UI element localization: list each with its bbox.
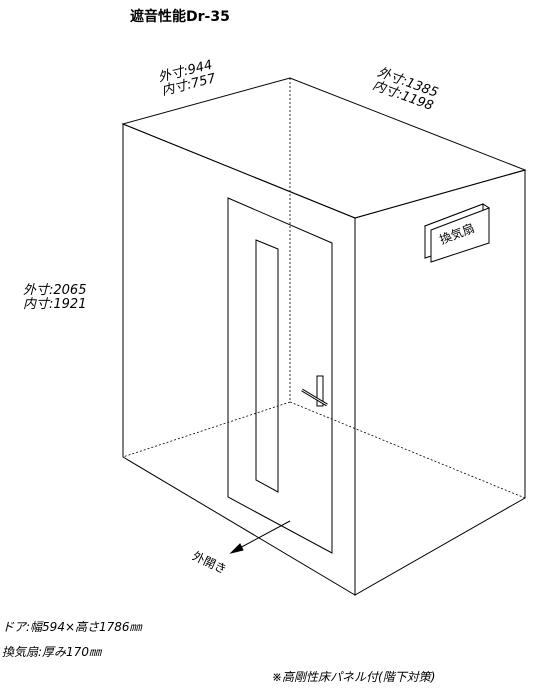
booth-front-face bbox=[122, 123, 356, 596]
height-outer: 外寸:2065 bbox=[23, 283, 87, 298]
door-panel bbox=[227, 197, 333, 554]
hidden-edge-right bbox=[289, 401, 526, 499]
door-opening-arrow bbox=[229, 520, 291, 554]
height-dimension: 外寸:2065 内寸:1921 bbox=[23, 284, 86, 312]
door-window bbox=[255, 239, 279, 493]
door-handle-plate bbox=[316, 375, 324, 407]
diagram-title: 遮音性能Dr-35 bbox=[130, 9, 230, 25]
floor-panel-note: ※高剛性床パネル付(階下対策) bbox=[272, 670, 436, 684]
height-inner: 内寸:1921 bbox=[23, 297, 87, 312]
hidden-edge-left bbox=[122, 401, 291, 458]
ventilation-fan bbox=[423, 203, 491, 263]
door-size-note: ドア:幅594×高さ1786㎜ bbox=[2, 620, 142, 634]
fan-size-note: 換気扇:厚み170㎜ bbox=[2, 645, 101, 659]
